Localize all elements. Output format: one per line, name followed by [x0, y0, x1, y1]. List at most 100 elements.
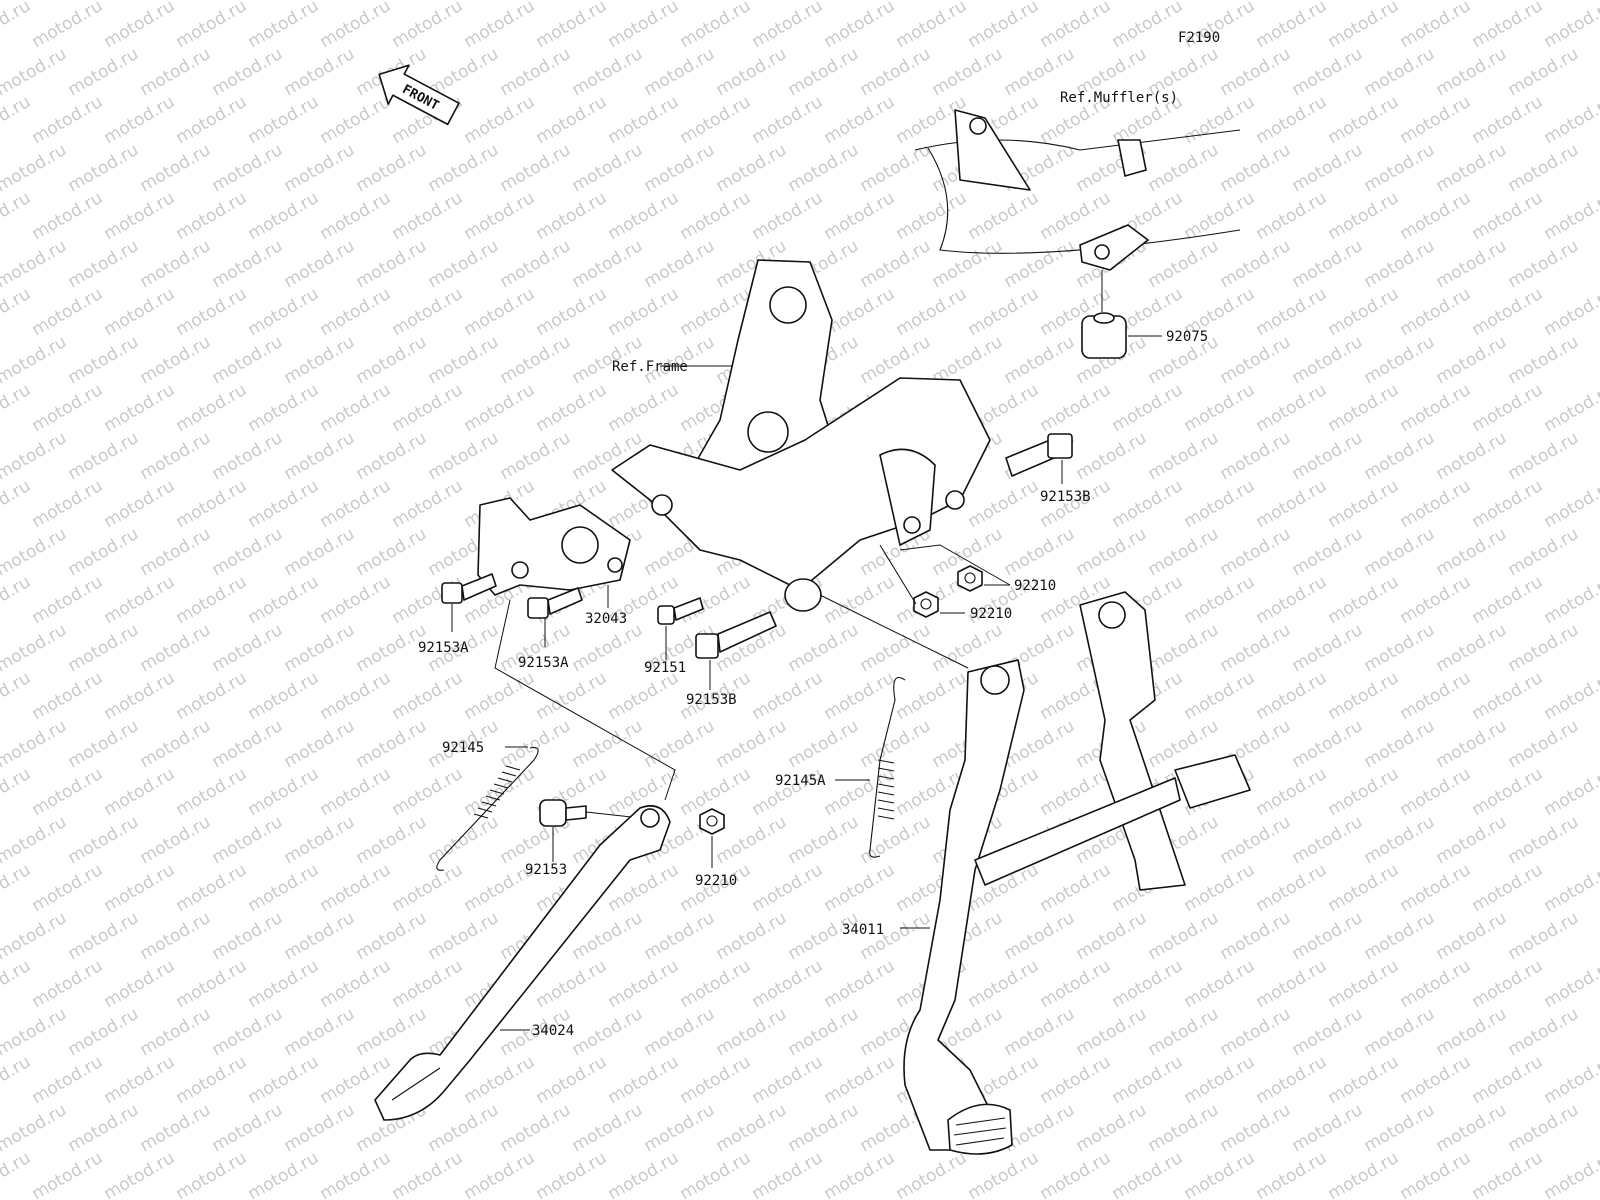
watermark-text: motod.ru [173, 764, 251, 820]
watermark-text: motod.ru [1073, 428, 1151, 484]
watermark-text: motod.ru [1289, 236, 1367, 292]
watermark-text: motod.ru [785, 620, 863, 676]
muffler-line-top [914, 129, 1241, 151]
watermark-text: motod.ru [281, 524, 359, 580]
watermark-text: motod.ru [1325, 860, 1403, 916]
watermark-text: motod.ru [1217, 1100, 1295, 1156]
bolt-shank [673, 597, 704, 621]
watermark-text: motod.ru [353, 908, 431, 964]
watermark-text: motod.ru [173, 284, 251, 340]
watermark-text: motod.ru [605, 188, 683, 244]
bolt-92151 [657, 597, 704, 660]
watermark-text: motod.ru [461, 1052, 539, 1108]
watermark-text: motod.ru [1325, 284, 1403, 340]
callout-92153A-left: 92153A [418, 640, 469, 656]
nut-right-leader [899, 544, 1011, 586]
bolt-head [441, 582, 463, 604]
watermark-text: motod.ru [605, 956, 683, 1012]
watermark-text: motod.ru [893, 0, 971, 52]
bracket-boss [561, 526, 599, 564]
watermark-text: motod.ru [677, 1052, 755, 1108]
callout-labels: Ref.Muffler(s) Ref.Frame 92075 92153B 92… [418, 90, 1208, 1039]
watermark-text: motod.ru [29, 188, 107, 244]
watermark-text: motod.ru [137, 236, 215, 292]
watermark-text: motod.ru [65, 524, 143, 580]
frame-pivot-mid [747, 411, 789, 453]
watermark-text: motod.ru [425, 908, 503, 964]
watermark-text: motod.ru [29, 668, 107, 724]
watermark-text: motod.ru [1217, 908, 1295, 964]
watermark-text: motod.ru [965, 0, 1043, 52]
watermark-text: motod.ru [1469, 1148, 1547, 1200]
watermark-text: motod.ru [353, 716, 431, 772]
watermark-text: motod.ru [245, 284, 323, 340]
watermark-text: motod.ru [101, 284, 179, 340]
watermark-text: motod.ru [353, 332, 431, 388]
watermark-text: motod.ru [533, 188, 611, 244]
watermark-text: motod.ru [281, 812, 359, 868]
watermark-text: motod.ru [821, 668, 899, 724]
watermark-text: motod.ru [173, 956, 251, 1012]
watermark-text: motod.ru [101, 956, 179, 1012]
watermark-text: motod.ru [317, 764, 395, 820]
watermark-text: motod.ru [0, 284, 34, 340]
watermark-text: motod.ru [425, 140, 503, 196]
watermark-text: motod.ru [1433, 620, 1511, 676]
watermark-text: motod.ru [713, 716, 791, 772]
watermark-text: motod.ru [677, 0, 755, 52]
watermark-text: motod.ru [317, 668, 395, 724]
watermark-text: motod.ru [1541, 476, 1600, 532]
watermark-text: motod.ru [209, 0, 287, 4]
watermark-text: motod.ru [1325, 92, 1403, 148]
watermark-text: motod.ru [821, 188, 899, 244]
nut-92210-bottom [699, 808, 725, 868]
nut-92210-mid [913, 591, 965, 618]
watermark-text: motod.ru [1325, 1148, 1403, 1200]
watermark-text: motod.ru [1397, 1052, 1475, 1108]
watermark-text: motod.ru [317, 380, 395, 436]
nut-hole [920, 598, 932, 610]
watermark-text: motod.ru [785, 716, 863, 772]
watermark-text: motod.ru [1181, 668, 1259, 724]
frame [611, 259, 991, 612]
watermark-text: motod.ru [245, 860, 323, 916]
watermark-text: motod.ru [893, 1148, 971, 1200]
watermark-text: motod.ru [209, 620, 287, 676]
watermark-text: motod.ru [569, 716, 647, 772]
watermark-text: motod.ru [0, 44, 70, 100]
watermark-text: motod.ru [641, 0, 719, 4]
watermark-text: motod.ru [1433, 428, 1511, 484]
watermark-text: motod.ru [1397, 92, 1475, 148]
watermark-text: motod.ru [1361, 1100, 1439, 1156]
spring-windings [877, 759, 895, 820]
watermark-text: motod.ru [1325, 572, 1403, 628]
watermark-text: motod.ru [749, 1052, 827, 1108]
watermark-text: motod.ru [605, 0, 683, 52]
bracket-32043 [477, 497, 631, 608]
watermark-text: motod.ru [0, 1148, 34, 1200]
watermark-text: motod.ru [1037, 380, 1115, 436]
watermark-text: motod.ru [1361, 524, 1439, 580]
watermark-text: motod.ru [1397, 380, 1475, 436]
bracket-hole-2 [607, 557, 623, 573]
watermark-text: motod.ru [1037, 956, 1115, 1012]
watermark-text: motod.ru [893, 188, 971, 244]
watermark-text: motod.ru [101, 1148, 179, 1200]
watermark-text: motod.ru [1109, 476, 1187, 532]
watermark-text: motod.ru [137, 428, 215, 484]
watermark-text: motod.ru [281, 1100, 359, 1156]
watermark-text: motod.ru [1433, 908, 1511, 964]
frame-right-bracket [879, 448, 936, 546]
watermark-text: motod.ru [821, 0, 899, 52]
watermark-text: motod.ru [1145, 620, 1223, 676]
watermark-text: motod.ru [497, 44, 575, 100]
watermark-text: motod.ru [65, 44, 143, 100]
main-stand-right-leg [1079, 591, 1186, 891]
watermark-text: motod.ru [965, 188, 1043, 244]
watermark-text: motod.ru [713, 908, 791, 964]
watermark-text: motod.ru [209, 908, 287, 964]
watermark-text: motod.ru [245, 0, 323, 52]
watermark-text: motod.ru [677, 188, 755, 244]
watermark-text: motod.ru [1037, 860, 1115, 916]
